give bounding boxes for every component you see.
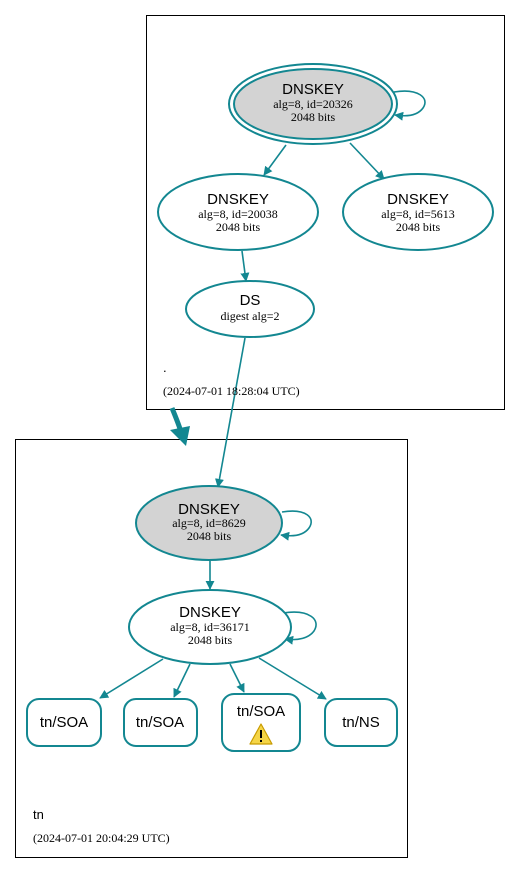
node-key-size: 2048 bits (216, 220, 261, 234)
node-root-zsk1[interactable]: DNSKEY alg=8, id=20038 2048 bits (157, 173, 319, 251)
edge-root-ksk-self (393, 90, 426, 121)
root-zone-timestamp: (2024-07-01 18:28:04 UTC) (163, 384, 300, 398)
node-title: DNSKEY (387, 191, 449, 208)
node-title: tn/SOA (40, 714, 88, 731)
edges (99, 90, 426, 700)
node-soa-3[interactable]: tn/SOA (221, 693, 301, 752)
node-root-ksk[interactable]: DNSKEY alg=8, id=20326 2048 bits (228, 63, 398, 145)
edge-zsk-ns (258, 657, 327, 700)
node-tn-zsk[interactable]: DNSKEY alg=8, id=36171 2048 bits (128, 589, 292, 665)
root-zone-name: . (163, 360, 167, 375)
edge-zsk-soa3 (229, 663, 245, 693)
edge-root-ksk-zsk2 (349, 142, 385, 180)
node-ns[interactable]: tn/NS (324, 698, 398, 747)
edge-zsk1-ds (240, 250, 250, 282)
edge-tn-zsk-self (282, 611, 317, 645)
node-title: DNSKEY (178, 501, 240, 518)
node-tn-ksk[interactable]: DNSKEY alg=8, id=8629 2048 bits (135, 485, 283, 561)
warning-icon (249, 723, 273, 745)
node-key-info: alg=8, id=20038 (198, 207, 278, 221)
node-key-info: alg=8, id=20326 (273, 97, 353, 111)
delegation-arrow (169, 407, 190, 446)
edge-zsk-soa2 (173, 663, 191, 698)
node-soa-1[interactable]: tn/SOA (26, 698, 102, 747)
edge-tn-ksk-self (280, 510, 312, 541)
node-title: DNSKEY (179, 604, 241, 621)
tn-zone-box (15, 439, 408, 858)
node-ds[interactable]: DS digest alg=2 (185, 280, 315, 338)
node-key-size: 2048 bits (187, 529, 232, 543)
node-key-info: alg=8, id=36171 (170, 620, 250, 634)
edge-root-ksk-zsk1 (263, 144, 287, 176)
node-title: tn/NS (342, 714, 380, 731)
node-key-size: 2048 bits (396, 220, 441, 234)
node-title: tn/SOA (136, 714, 184, 731)
root-zone-box (146, 15, 505, 410)
node-root-zsk2[interactable]: DNSKEY alg=8, id=5613 2048 bits (342, 173, 494, 251)
tn-zone-timestamp: (2024-07-01 20:04:29 UTC) (33, 831, 170, 845)
node-digest-info: digest alg=2 (220, 309, 279, 323)
tn-zone-name: tn (33, 807, 44, 822)
node-key-size: 2048 bits (188, 633, 233, 647)
node-title: tn/SOA (237, 703, 285, 720)
node-soa-2[interactable]: tn/SOA (123, 698, 198, 747)
node-key-size: 2048 bits (291, 110, 336, 124)
node-title: DNSKEY (207, 191, 269, 208)
edge-ds-tn-ksk (215, 337, 246, 488)
node-key-info: alg=8, id=5613 (381, 207, 455, 221)
node-key-info: alg=8, id=8629 (172, 516, 246, 530)
node-title: DNSKEY (282, 81, 344, 98)
edge-zsk-soa1 (99, 658, 164, 699)
node-title: DS (240, 292, 261, 309)
